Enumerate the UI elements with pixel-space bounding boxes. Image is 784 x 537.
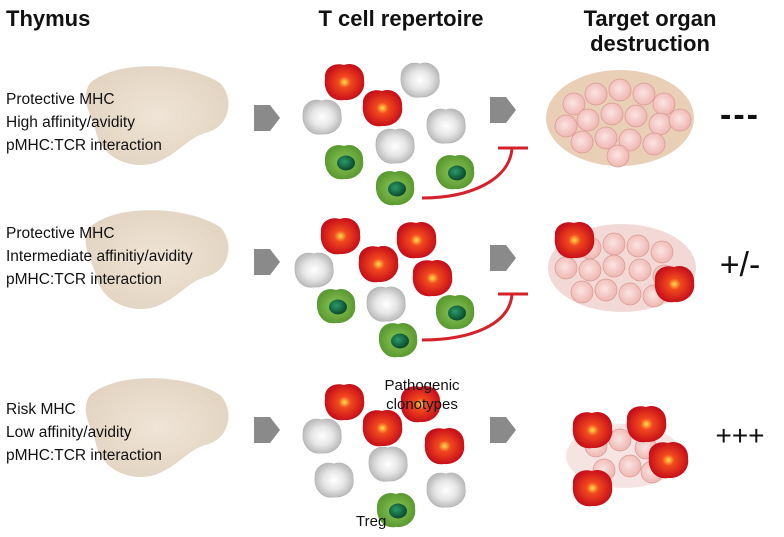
score-row2: +/- (719, 246, 761, 284)
arrow-row3-right (490, 417, 516, 443)
row2-line1: Protective MHC (6, 225, 115, 242)
row3-line3: pMHC:TCR interaction (6, 447, 162, 464)
header-target-organ-destruction: Target organ destruction (560, 6, 740, 56)
inhibition-line-row1 (421, 147, 514, 200)
repertoire-row2 (294, 217, 475, 358)
target-organ-row1 (546, 70, 694, 168)
row1-line1: Protective MHC (6, 91, 115, 108)
header-thymus: Thymus (6, 6, 91, 31)
header-target-text: Target organ destruction (583, 6, 717, 56)
row1-description: Protective MHC High affinity/avidity pMH… (6, 88, 162, 157)
row1-line2: High affinity/avidity (6, 114, 135, 131)
score-row1: --- (720, 96, 760, 134)
arrow-row2-left (254, 249, 280, 275)
arrow-row1-left (254, 105, 280, 131)
score-row3: +++ (715, 420, 765, 451)
inhibition-line-row2 (421, 293, 514, 342)
row2-line3: pMHC:TCR interaction (6, 271, 162, 288)
arrow-row1-right (490, 97, 516, 123)
row2-line2: Intermediate affinitiy/avidity (6, 248, 193, 265)
target-organ-row3 (566, 405, 689, 507)
header-t-cell-repertoire: T cell repertoire (318, 6, 484, 31)
treg-label: Treg (356, 513, 387, 530)
row3-line1: Risk MHC (6, 401, 76, 418)
row3-description: Risk MHC Low affinity/avidity pMHC:TCR i… (6, 398, 162, 467)
arrow-row2-right (490, 245, 516, 271)
arrow-row3-left (254, 417, 280, 443)
target-organ-row2 (548, 221, 696, 312)
row3-line2: Low affinity/avidity (6, 424, 132, 441)
row2-description: Protective MHC Intermediate affinitiy/av… (6, 222, 193, 291)
pathogenic-label-text: Pathogenic clonotypes (384, 377, 460, 413)
pathogenic-clonotypes-label: Pathogenic clonotypes (370, 376, 474, 414)
repertoire-row1 (302, 62, 475, 206)
row1-line3: pMHC:TCR interaction (6, 137, 162, 154)
